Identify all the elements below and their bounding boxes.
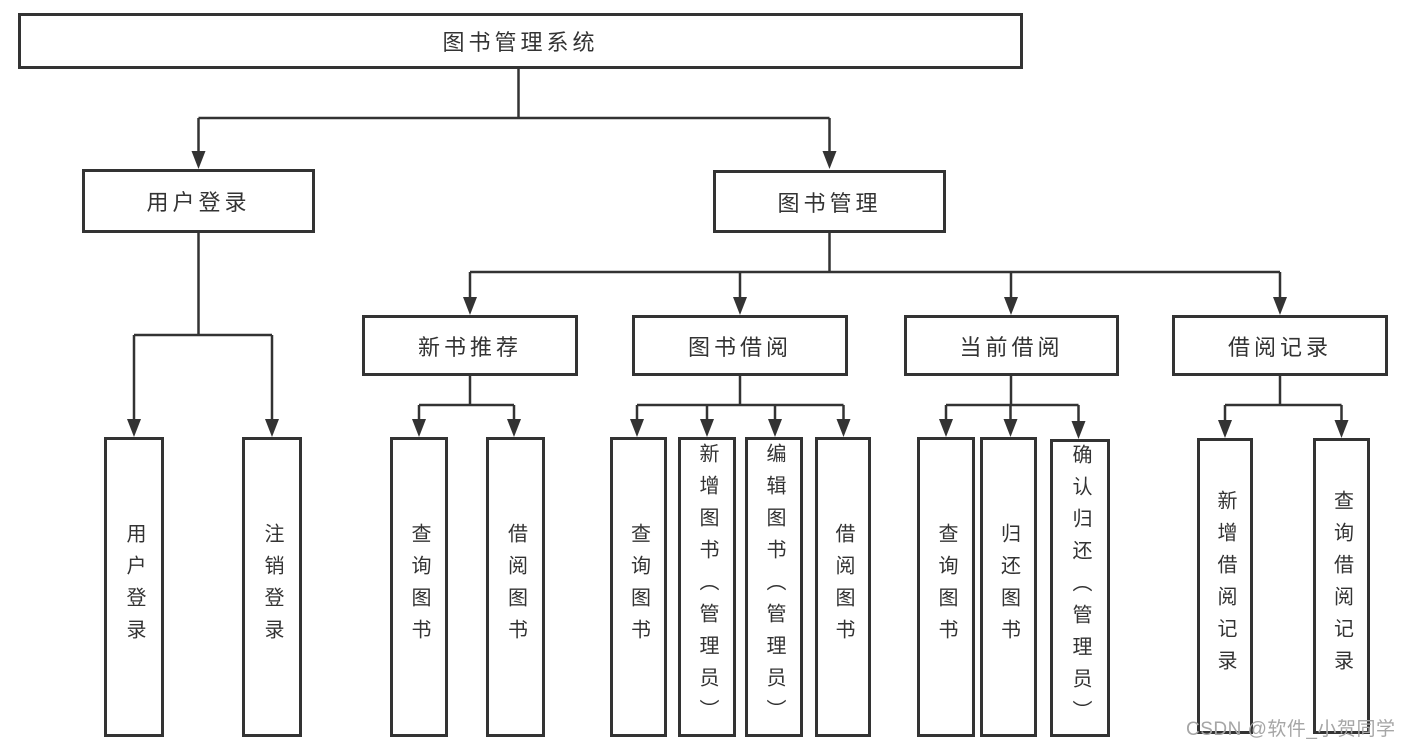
node-book-management: 图书管理 [713, 170, 946, 233]
leaf-newrec-borrow-books: 借阅图书 [486, 437, 545, 737]
leaf-logout: 注销登录 [242, 437, 302, 737]
leaf-confirm-return-admin: 确认归还（管理员） [1050, 439, 1110, 737]
leaf-borrowing-query-books: 查询图书 [610, 437, 667, 737]
csdn-watermark: CSDN @软件_小贺同学 [1186, 719, 1396, 740]
leaf-newrec-query-books: 查询图书 [390, 437, 448, 737]
leaf-current-query-books: 查询图书 [917, 437, 975, 737]
node-current-borrowing: 当前借阅 [904, 315, 1119, 376]
leaf-new-borrow-record: 新增借阅记录 [1197, 438, 1253, 734]
node-user-login: 用户登录 [82, 169, 315, 233]
leaf-query-borrow-record: 查询借阅记录 [1313, 438, 1370, 734]
node-borrowing-records: 借阅记录 [1172, 315, 1388, 376]
node-book-borrowing: 图书借阅 [632, 315, 848, 376]
node-root-library-management-system: 图书管理系统 [18, 13, 1023, 69]
leaf-user-login: 用户登录 [104, 437, 164, 737]
leaf-borrowing-borrow-books: 借阅图书 [815, 437, 871, 737]
leaf-return-books: 归还图书 [980, 437, 1037, 737]
node-new-book-recommend: 新书推荐 [362, 315, 578, 376]
leaf-edit-books-admin: 编辑图书（管理员） [745, 437, 803, 737]
leaf-add-books-admin: 新增图书（管理员） [678, 437, 736, 737]
